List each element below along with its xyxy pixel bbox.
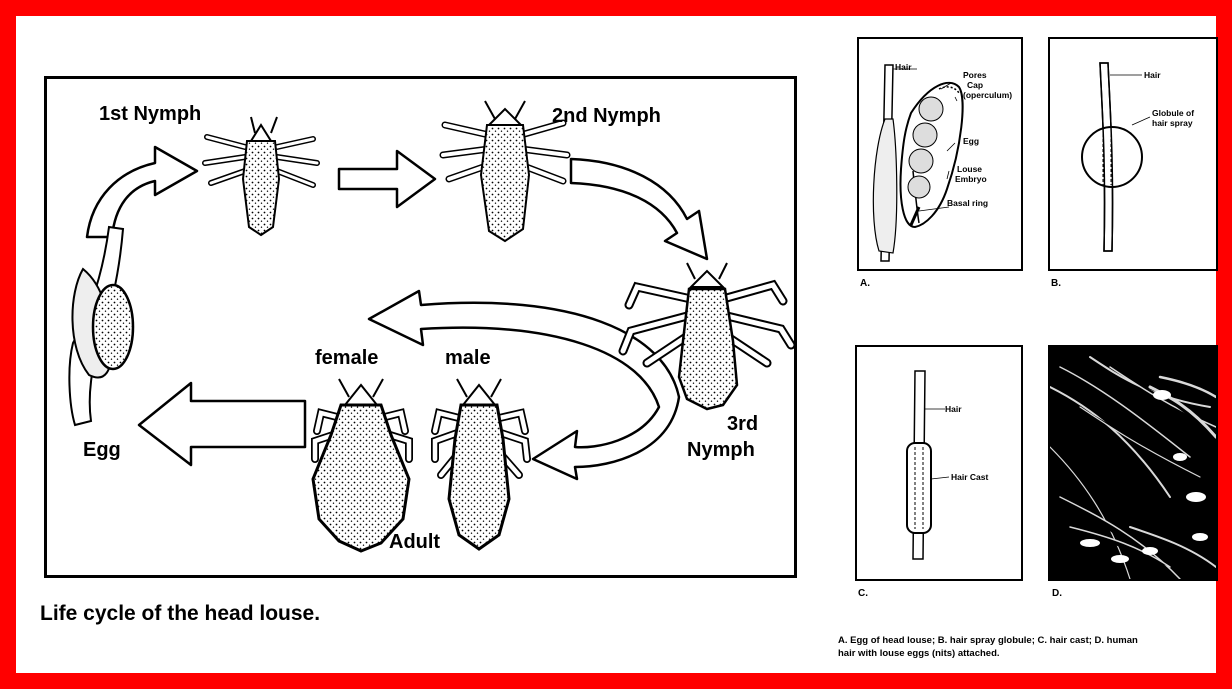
- panel-b: Hair Globule of hair spray: [1048, 37, 1218, 271]
- panels-caption-line1: A. Egg of head louse; B. hair spray glob…: [838, 634, 1218, 647]
- panel-b-label-globule-line2: hair spray: [1152, 119, 1193, 128]
- panel-a-label-embryo: Embryo: [955, 175, 987, 184]
- panel-c: Hair Hair Cast: [855, 345, 1023, 581]
- male-illustration: [435, 379, 527, 549]
- panel-c-illustration: [857, 347, 1021, 579]
- hair-photo: [1050, 347, 1216, 579]
- panel-b-illustration: [1050, 39, 1216, 269]
- arrow-nymph1-to-nymph2: [339, 151, 435, 207]
- label-egg: Egg: [83, 439, 121, 462]
- panel-c-letter: C.: [858, 588, 868, 599]
- label-nymph3-line1: 3rd: [727, 413, 758, 436]
- life-cycle-diagram: 1st Nymph 2nd Nymph 3rd Nymph female mal…: [44, 76, 797, 578]
- panel-b-label-hair: Hair: [1144, 71, 1161, 80]
- panel-a: Hair Pores Cap (operculum) Egg Louse Emb…: [857, 37, 1023, 271]
- label-female: female: [315, 347, 378, 370]
- label-male: male: [445, 347, 491, 370]
- female-illustration: [313, 379, 409, 551]
- label-adult: Adult: [389, 531, 440, 554]
- panels-caption: A. Egg of head louse; B. hair spray glob…: [838, 634, 1218, 660]
- panel-c-label-hair-cast: Hair Cast: [951, 473, 988, 482]
- panel-a-label-hair: Hair: [895, 63, 912, 72]
- panel-a-label-cap: Cap: [967, 81, 983, 90]
- panel-a-label-pores: Pores: [963, 71, 987, 80]
- life-cycle-illustration: [47, 79, 794, 575]
- egg-illustration: [69, 227, 133, 425]
- label-nymph3-line2: Nymph: [687, 439, 755, 462]
- label-nymph2: 2nd Nymph: [552, 105, 661, 128]
- life-cycle-caption: Life cycle of the head louse.: [40, 602, 320, 626]
- panel-a-illustration: [859, 39, 1021, 269]
- panel-c-label-hair: Hair: [945, 405, 962, 414]
- panel-d: [1048, 345, 1218, 581]
- panel-a-letter: A.: [860, 278, 870, 289]
- arrow-nymph2-to-nymph3: [571, 159, 707, 259]
- label-nymph1: 1st Nymph: [99, 103, 201, 126]
- panels-caption-line2: hair with louse eggs (nits) attached.: [838, 647, 1218, 660]
- panel-a-label-louse: Louse: [957, 165, 982, 174]
- panel-a-label-operculum: (operculum): [963, 91, 1012, 100]
- arrow-egg-to-nymph1: [87, 147, 197, 237]
- panel-b-label-globule-line1: Globule of: [1152, 109, 1194, 118]
- panel-d-letter: D.: [1052, 588, 1062, 599]
- nymph2-illustration: [443, 101, 567, 241]
- arrow-adult-to-egg: [139, 383, 305, 465]
- panel-a-label-egg: Egg: [963, 137, 979, 146]
- panel-a-label-basal-ring: Basal ring: [947, 199, 988, 208]
- nymph1-illustration: [205, 117, 317, 235]
- panel-b-letter: B.: [1051, 278, 1061, 289]
